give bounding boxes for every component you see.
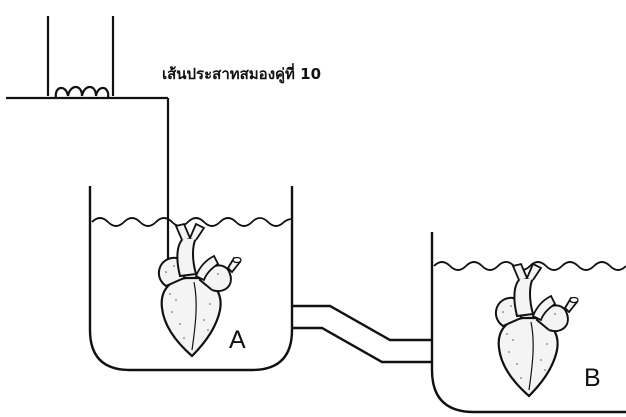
beaker-b bbox=[430, 232, 626, 414]
beaker-b-label: B bbox=[584, 364, 601, 392]
connecting-tube bbox=[292, 304, 432, 364]
beaker-a-label: A bbox=[229, 326, 246, 354]
heart-b-icon bbox=[494, 262, 580, 398]
nerve-label: เส้นประสาทสมองคู่ที่ 10 bbox=[162, 65, 322, 83]
water-surface-b bbox=[433, 261, 626, 271]
beaker-a bbox=[88, 186, 294, 372]
water-surface-a bbox=[91, 217, 293, 227]
stimulator-coil-icon bbox=[6, 16, 168, 100]
